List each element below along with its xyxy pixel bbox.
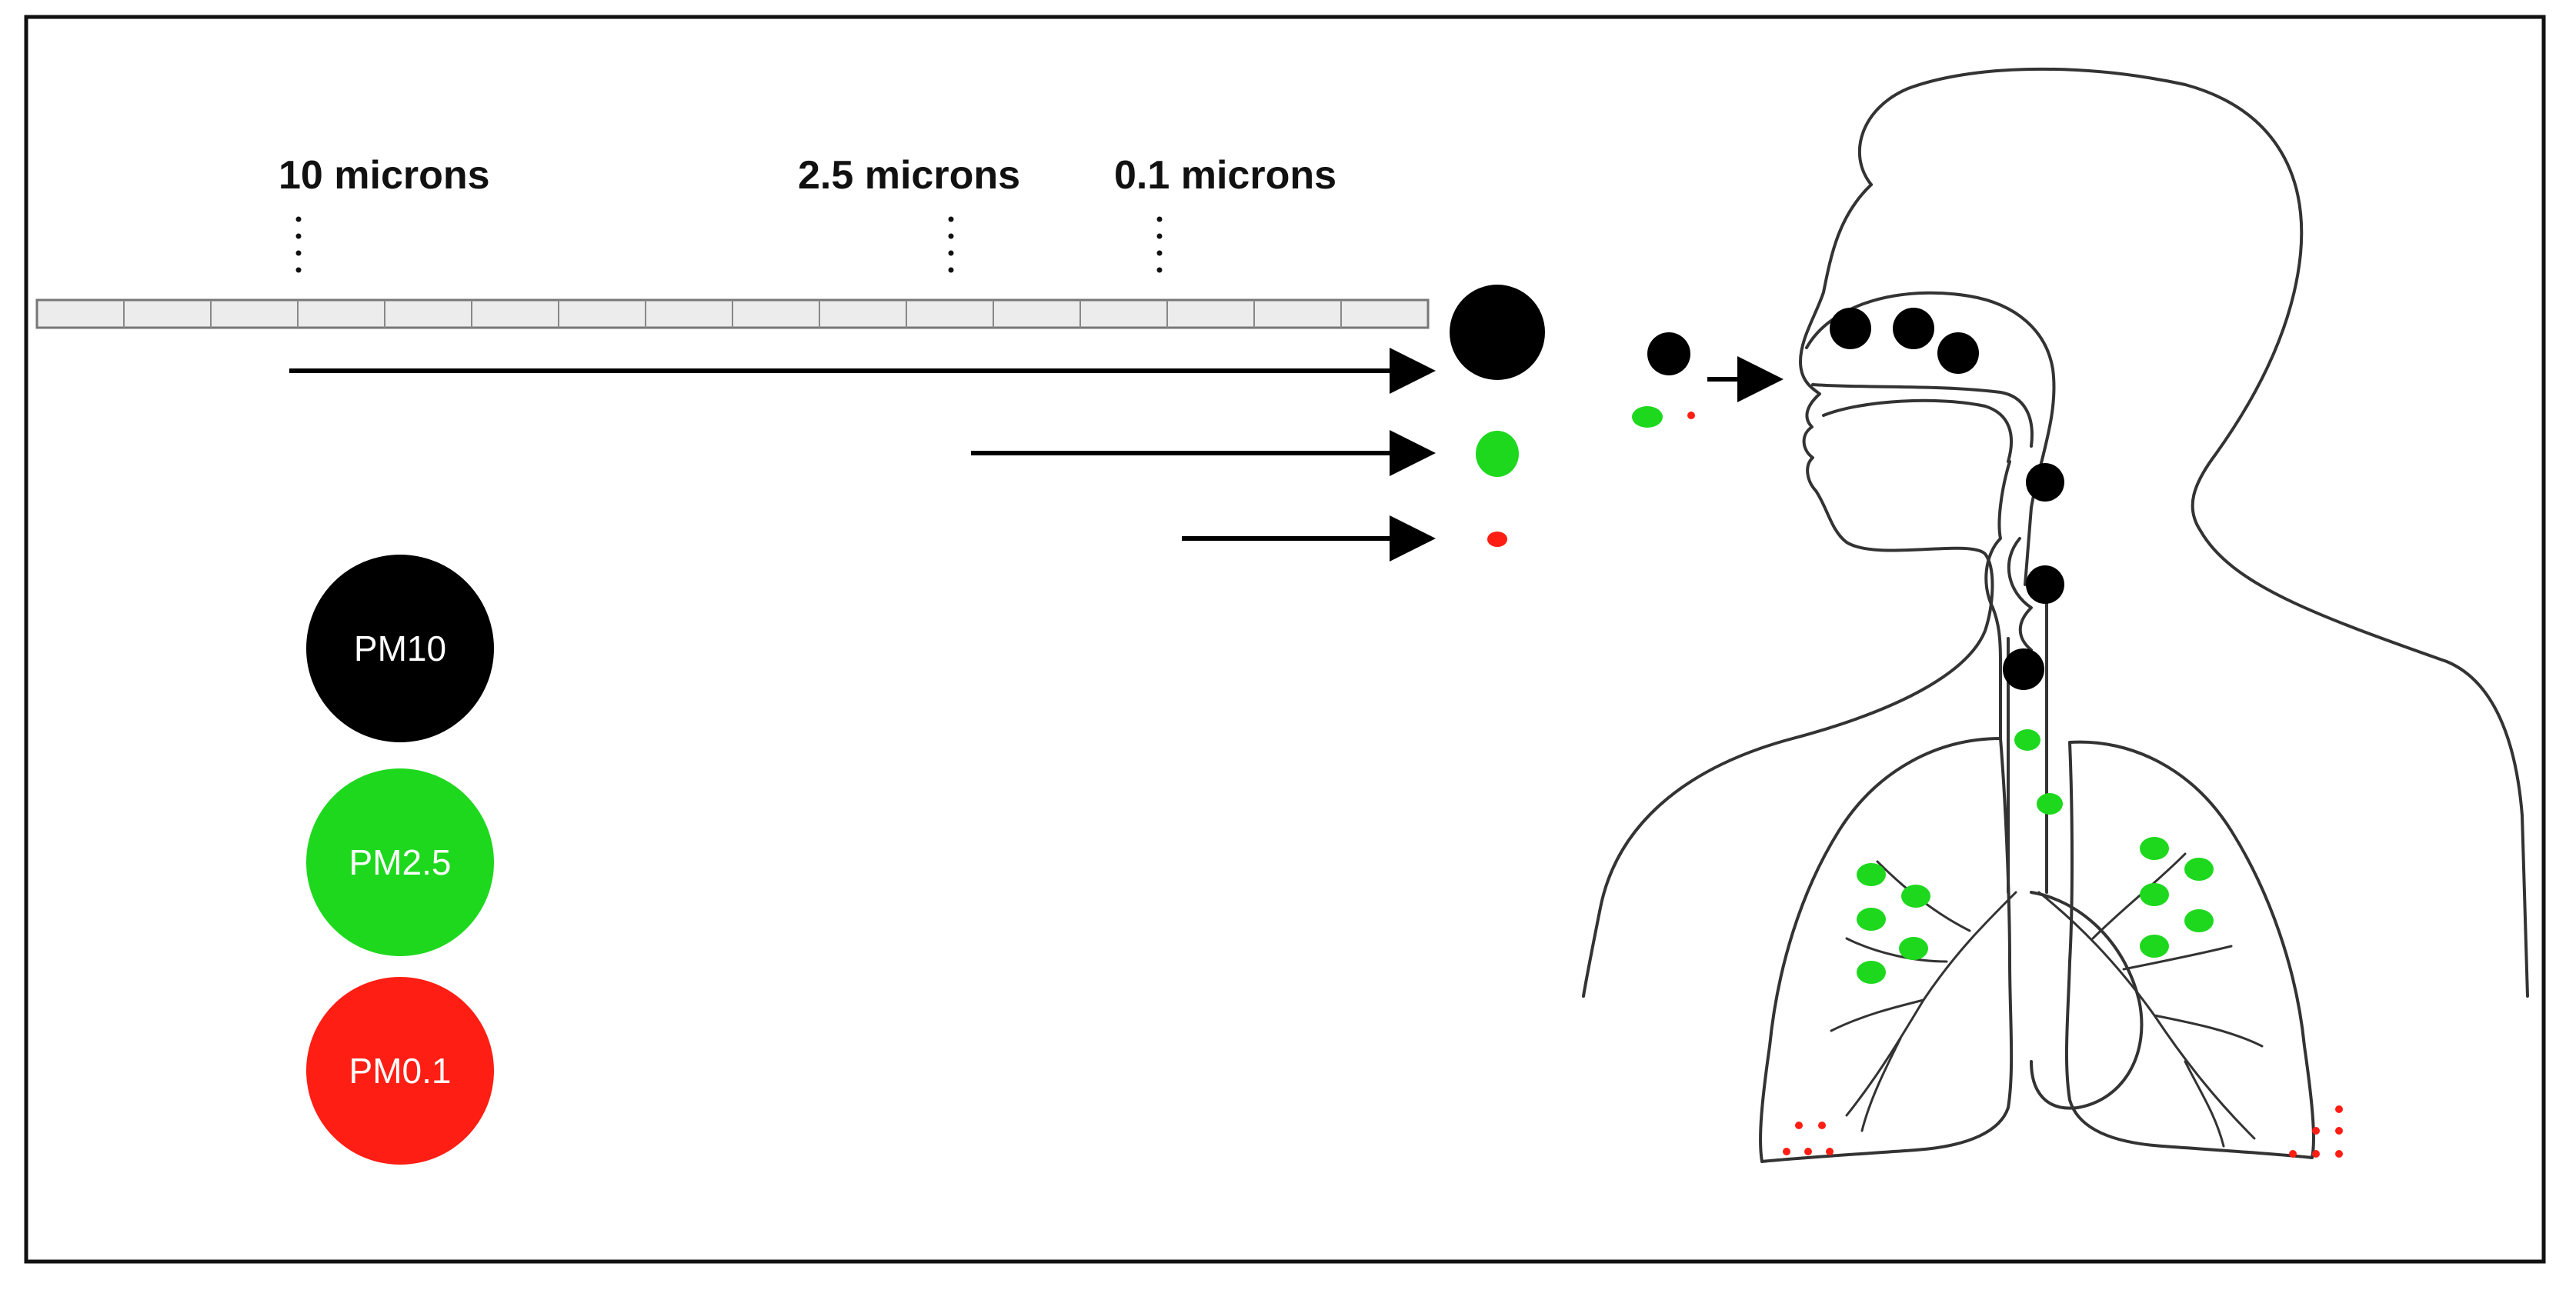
bronchus-right-branch-a [2091,852,2187,940]
pm25-deposit-right-3 [2140,883,2169,906]
pm25-deposit-left-5 [1857,961,1886,984]
bronchus-left-branch-b [1845,937,1948,963]
bronchus-right-branch-d [2184,1060,2225,1148]
bronchus-left-branch-d [1860,1037,1902,1132]
bronchus-left-branch-c [1830,998,1925,1032]
pm01-deposit-left-3 [1783,1148,1790,1155]
pm25-deposit-right-4 [2184,909,2214,932]
pm25-deposit-left-1 [1857,863,1886,886]
particle-pm10-large [1450,285,1545,380]
inhaled-pm10-particle [1647,332,1690,375]
pm01-deposits [1783,1105,2343,1158]
epiglottis [2007,537,2033,652]
pm01-deposit-right-6 [2335,1150,2343,1158]
pm25-deposit-left-3 [1857,908,1886,931]
bronchus-right-branch-c [2153,1014,2264,1048]
pm25-deposit-left-4 [1899,937,1928,960]
particle-pm25-medium [1476,431,1519,477]
pm01-deposit-right-5 [2312,1150,2320,1158]
left-lung [1759,737,2014,1163]
inhaled-pm25-particle [1632,406,1663,428]
pm10-deposit-nose-3 [1937,332,1979,374]
legend: PM10 PM2.5 PM0.1 [306,555,494,1165]
legend-swatch-pm01 [306,977,494,1165]
pm10-deposit-trachea [2003,648,2044,690]
pm01-deposit-left-1 [1795,1122,1803,1129]
pharynx-front [1984,460,2011,740]
pm25-deposit-right-1 [2140,837,2169,860]
pm10-deposit-nose-1 [1830,308,1871,349]
pm01-deposit-right-4 [2289,1150,2297,1158]
label-0-1-microns: 0.1 microns [1114,153,1336,198]
nasal-cavity [1805,291,2056,586]
palate [1811,383,2034,448]
tongue [1822,398,2013,463]
pm10-deposit-nose-2 [1893,308,1934,349]
pm10-deposits [1830,308,2064,690]
pm25-deposit-trachea-2 [2037,793,2063,815]
label-10-microns: 10 microns [279,153,490,198]
pm25-deposit-right-2 [2184,858,2214,881]
bronchial-tree [1830,852,2264,1148]
pm01-deposit-left-2 [1818,1122,1826,1129]
pm01-deposit-left-5 [1826,1148,1834,1155]
size-arrows [289,348,1436,562]
bronchus-right-branch-b [2122,945,2233,971]
pm25-deposit-right-5 [2140,935,2169,958]
pm25-deposit-left-2 [1901,885,1930,908]
face-profile [1582,183,1994,998]
pm10-deposit-throat-2 [2026,565,2064,604]
pm01-deposit-left-4 [1804,1148,1812,1155]
legend-label-pm25: PM2.5 [349,842,452,882]
pm25-deposit-trachea-1 [2014,729,2040,751]
pm01-deposit-right-2 [2312,1127,2320,1135]
legend-swatch-pm25 [306,768,494,956]
pm10-deposit-throat-1 [2026,463,2064,502]
heart [2030,891,2144,1110]
pm01-deposit-right-3 [2335,1127,2343,1135]
body-outline [1858,67,2529,998]
pm01-deposit-right-1 [2335,1105,2343,1113]
legend-label-pm10: PM10 [354,628,446,668]
pm25-deposits [1857,729,2214,984]
legend-label-pm01: PM0.1 [349,1051,452,1091]
particle-pm01-small [1487,532,1507,547]
legend-swatch-pm10 [306,555,494,742]
right-lung [2064,740,2315,1159]
inhaled-pm01-particle [1687,412,1695,419]
label-2-5-microns: 2.5 microns [798,153,1020,198]
size-ruler [35,298,1430,329]
